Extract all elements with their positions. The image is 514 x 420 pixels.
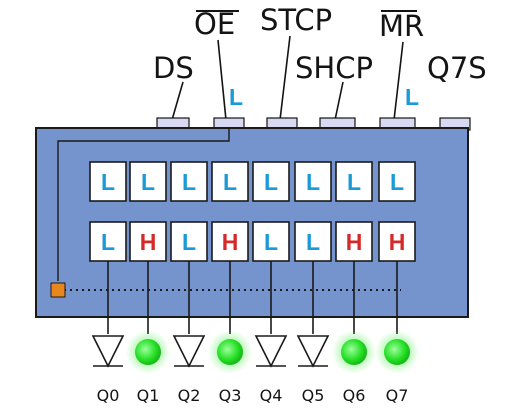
storage-register-cell-box <box>252 221 290 262</box>
output-q7: Q7 <box>375 330 419 405</box>
pin-label-oe: OE <box>194 7 235 41</box>
shift-register-cell: L <box>89 161 127 202</box>
storage-register-bit: L <box>306 229 320 255</box>
pin-label-ds: DS <box>153 51 194 85</box>
shift-register-cell-box <box>378 161 416 202</box>
led-on-icon <box>135 339 161 365</box>
output-label: Q5 <box>302 386 325 405</box>
storage-register-cell-box <box>89 221 127 262</box>
shift-register-cell-box <box>170 161 208 202</box>
output-label: Q1 <box>137 386 160 405</box>
shift-register-bit: L <box>101 169 115 195</box>
storage-register-cell-box <box>129 221 167 262</box>
output-label: Q0 <box>97 386 120 405</box>
pin-labels: DS OE STCP SHCP MR Q7S <box>153 3 487 85</box>
led-off-icon <box>91 335 125 368</box>
shift-register-bit: L <box>223 169 237 195</box>
led-on-icon <box>217 339 243 365</box>
shift-register-cell-box <box>335 161 373 202</box>
output-q0: Q0 <box>91 335 125 405</box>
storage-register-bit: H <box>222 229 239 255</box>
shift-register-cell-box <box>129 161 167 202</box>
shift-register-cell: L <box>378 161 416 202</box>
outputs: Q0 Q1 Q2 Q3 Q4 Q5 Q6 Q7 <box>91 330 419 405</box>
oe-trace <box>57 129 230 281</box>
shcp-leader <box>334 81 344 121</box>
storage-register-bit: H <box>346 229 363 255</box>
pin-label-q7s: Q7S <box>427 51 487 85</box>
storage-register-bit: L <box>182 229 196 255</box>
storage-register-cell: H <box>211 221 249 262</box>
shift-register-cell: L <box>129 161 167 202</box>
output-label: Q2 <box>178 386 201 405</box>
output-q6: Q6 <box>332 330 376 405</box>
pin-label-shcp: SHCP <box>295 51 373 85</box>
output-q5: Q5 <box>296 335 330 405</box>
storage-register-cell: L <box>89 221 127 262</box>
led-on-icon <box>341 339 367 365</box>
shift-register-cell-box <box>252 161 290 202</box>
shift-register-cell: L <box>211 161 249 202</box>
output-label: Q7 <box>386 386 409 405</box>
storage-register-cell: L <box>170 221 208 262</box>
output-q4: Q4 <box>254 335 288 405</box>
shift-register-cell: L <box>294 161 332 202</box>
shift-register-cell-box <box>89 161 127 202</box>
output-q3: Q3 <box>208 330 252 405</box>
storage-register-bit: H <box>389 229 406 255</box>
storage-register-bit: L <box>264 229 278 255</box>
storage-register-cell-box <box>170 221 208 262</box>
storage-register-cell-box <box>294 221 332 262</box>
output-q2: Q2 <box>172 335 206 405</box>
output-q1: Q1 <box>126 330 170 405</box>
storage-register-bit: L <box>101 229 115 255</box>
shift-register-bit: L <box>182 169 196 195</box>
output-label: Q4 <box>260 386 283 405</box>
output-enable-indicator <box>50 282 66 298</box>
storage-register-cell-box <box>211 221 249 262</box>
shift-register-bit: L <box>141 169 155 195</box>
output-label: Q6 <box>343 386 366 405</box>
storage-register-bit: H <box>140 229 157 255</box>
shift-register-cell-box <box>294 161 332 202</box>
shift-register-cell: L <box>170 161 208 202</box>
storage-register-cell-box <box>378 221 416 262</box>
pin-leaders <box>171 35 404 121</box>
storage-register-cell: H <box>129 221 167 262</box>
pin-label-mr: MR <box>379 9 424 43</box>
storage-register-cell: H <box>378 221 416 262</box>
shift-register-bit: L <box>264 169 278 195</box>
shift-register-cell: L <box>335 161 373 202</box>
oe-leader <box>217 39 227 121</box>
led-off-icon <box>296 335 330 368</box>
storage-register-cell-box <box>335 221 373 262</box>
storage-register-cell: H <box>335 221 373 262</box>
oe-level-indicator: L <box>229 84 243 110</box>
shift-register-bit: L <box>347 169 361 195</box>
led-off-icon <box>254 335 288 368</box>
output-label: Q3 <box>219 386 242 405</box>
storage-register-cell: L <box>294 221 332 262</box>
shift-register-bit: L <box>390 169 404 195</box>
mr-leader <box>393 41 404 121</box>
led-off-icon <box>172 335 206 368</box>
shift-register-cell-box <box>211 161 249 202</box>
pin-label-stcp: STCP <box>260 3 332 37</box>
shift-register-cell: L <box>252 161 290 202</box>
mr-level-indicator: L <box>405 84 419 110</box>
stcp-leader <box>279 35 291 121</box>
storage-register-cell: L <box>252 221 290 262</box>
shift-register-bit: L <box>306 169 320 195</box>
ds-leader <box>171 81 184 121</box>
led-on-icon <box>384 339 410 365</box>
